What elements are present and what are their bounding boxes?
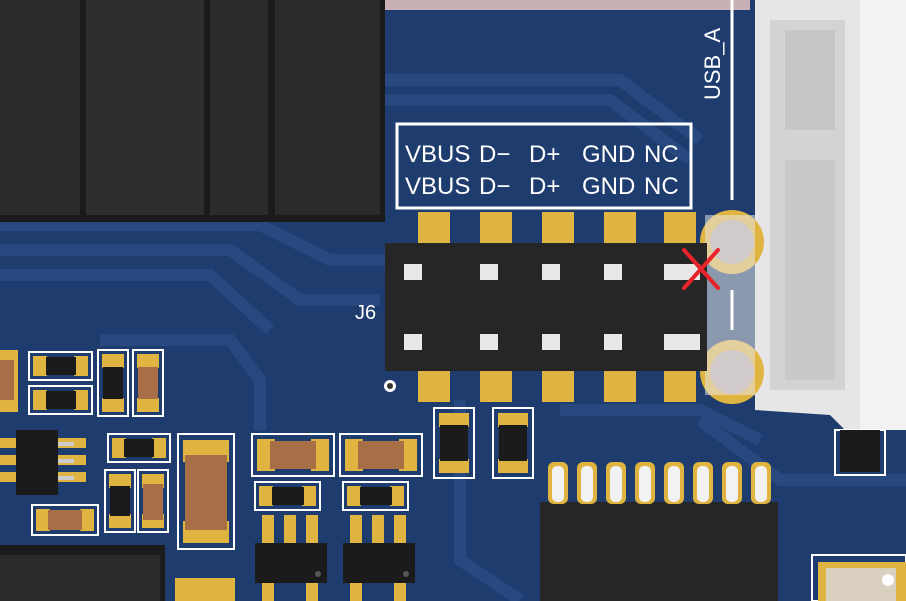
pin-top-1 — [404, 264, 422, 280]
board-edge-strip — [380, 0, 750, 10]
smd-components-middle — [251, 407, 534, 601]
pin-top-2 — [480, 264, 498, 280]
pin-label-5: NC — [644, 141, 679, 168]
soic-lead-3 — [610, 466, 622, 502]
copper-traces — [0, 74, 906, 601]
smd-components-right — [811, 429, 906, 601]
pin-label-3: D+ — [529, 141, 560, 168]
soic-lead-4 — [639, 466, 651, 502]
pad-top-5 — [664, 212, 696, 246]
soic-lead-1 — [552, 466, 564, 502]
soic-lead-2 — [581, 466, 593, 502]
pad-top-4 — [604, 212, 636, 246]
j6-pins — [404, 264, 700, 350]
pad-top-2 — [480, 212, 512, 246]
soic-lead-6 — [697, 466, 709, 502]
usb-a-connector — [700, 0, 906, 430]
pad-bottom-1 — [418, 368, 450, 402]
pin-label-1: VBUS — [405, 173, 470, 200]
soic-lead-5 — [668, 466, 680, 502]
pad-bottom-3 — [542, 368, 574, 402]
pin-label-5: NC — [644, 173, 679, 200]
soic-lead-8 — [755, 466, 767, 502]
smd-components-left — [0, 349, 235, 601]
pad-bottom-4 — [604, 368, 636, 402]
pin-bottom-4 — [604, 334, 622, 350]
pin-bottom-1 — [404, 334, 422, 350]
pin-labels-row1: VBUS D− D+ GND NC — [405, 141, 679, 168]
pin-label-4: GND — [582, 141, 635, 168]
pin-labels-row2: VBUS D− D+ GND NC — [405, 173, 679, 200]
pin-bottom-2 — [480, 334, 498, 350]
pin-bottom-5 — [664, 334, 700, 350]
j6-designator: J6 — [355, 302, 376, 324]
j6-pads-bottom — [418, 368, 696, 402]
pad-bottom-5 — [664, 368, 696, 402]
soic-lead-7 — [726, 466, 738, 502]
pin-label-4: GND — [582, 173, 635, 200]
pin1-marker-inner — [387, 383, 393, 389]
pin-label-2: D− — [479, 173, 510, 200]
j6-pads-top — [418, 212, 696, 246]
pin-top-3 — [542, 264, 560, 280]
pad-bottom-2 — [480, 368, 512, 402]
pin-label-box — [395, 122, 693, 210]
pad-top-1 — [418, 212, 450, 246]
j6-header-body — [385, 243, 707, 371]
no-connect-mark — [682, 248, 720, 290]
pin-bottom-3 — [542, 334, 560, 350]
large-connector-block — [0, 0, 385, 222]
pin-label-1: VBUS — [405, 141, 470, 168]
soic-ic — [540, 462, 778, 601]
pin-label-3: D+ — [529, 173, 560, 200]
pin-label-2: D− — [479, 141, 510, 168]
pin-top-5 — [664, 264, 700, 280]
pad-top-3 — [542, 212, 574, 246]
pin-top-4 — [604, 264, 622, 280]
usb-designator: USB_A — [700, 28, 725, 100]
